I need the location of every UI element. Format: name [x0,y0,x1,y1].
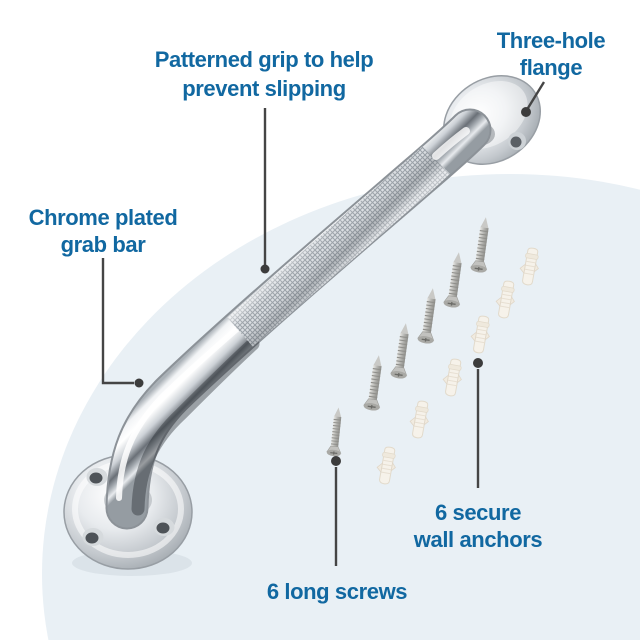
chrome-grab-bar-leader [101,258,144,388]
callout-line: 6 secure [434,500,522,525]
callout-chrome-grab-bar: Chrome plated grab bar [29,204,178,258]
screw-icon [469,215,495,275]
long-screws-leader [331,456,341,566]
wall-anchors-leader [473,358,483,488]
callout-line: flange [519,55,583,80]
wall-anchor-icon [374,445,400,486]
flange-screw-hole [153,518,175,536]
callout-line: Patterned grip to help [154,47,374,72]
flange-screw-hole [86,468,108,486]
wall-anchor-icon [440,357,466,398]
wall-anchor-icon [493,279,519,320]
leader-lines [101,81,546,566]
knurled-grip [227,146,450,347]
screw-icon [362,353,388,413]
wall-anchor-icon [468,314,494,355]
callout-long-screws: 6 long screws [266,578,408,605]
three-hole-flange-leader [521,81,546,117]
callout-line: Chrome plated [28,205,178,230]
callout-line: prevent slipping [182,76,346,101]
screw-icon [325,406,347,458]
wall-anchor-icon [407,399,433,440]
callout-wall-anchors: 6 secure wall anchors [413,499,543,553]
wall-anchor-icon [517,246,543,287]
callout-line: Three-hole [496,28,606,53]
flange-screw-hole [508,132,526,150]
flange-screw-hole [82,528,104,546]
bar-tube [105,108,492,530]
callout-line: grab bar [60,232,146,257]
callout-line: 6 long screws [266,579,408,604]
screw-icon [389,321,415,381]
callout-line: wall anchors [413,527,543,552]
callout-patterned-grip: Patterned grip to help prevent slipping [155,45,374,103]
callout-three-hole-flange: Three-hole flange [496,27,606,81]
screw-icon [416,286,442,346]
grab-bar [63,75,542,576]
screw-icon [442,250,468,310]
patterned-grip-leader [260,108,270,274]
